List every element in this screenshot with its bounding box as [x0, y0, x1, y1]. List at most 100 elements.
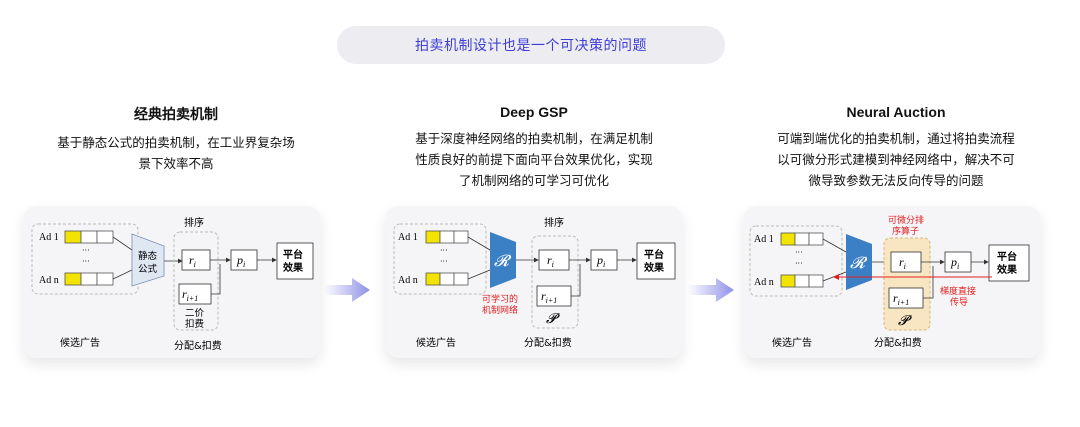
panel-classic: Ad 1 ··· ··· Ad n 静态 公式 排序 ri ri+1 二价 扣费… [24, 206, 320, 358]
ad-n-label: Ad n [398, 275, 418, 286]
ad-1-cell [96, 230, 114, 244]
gradient-label: 梯度直接 [940, 285, 976, 297]
sort-group [173, 231, 219, 331]
ad-1-bid-cell [780, 232, 796, 246]
ad-n-cell [453, 272, 469, 286]
column-title: Neural Auction [846, 104, 946, 120]
desc-line: 可端到端优化的拍卖机制，通过将拍卖流程 [777, 131, 1015, 146]
connector [571, 264, 581, 297]
r-i-box [538, 249, 570, 271]
ad-n-cell [96, 272, 114, 286]
candidates-label: 候选广告 [60, 336, 100, 349]
ad-1-cell [80, 230, 98, 244]
connector [112, 236, 133, 251]
ad-1-label: Ad 1 [754, 234, 774, 245]
candidates-label: 候选广告 [416, 336, 456, 349]
platform-label: 平台 [644, 248, 664, 261]
ad-1-cell [808, 232, 824, 246]
diagram-classic: Ad 1 ··· ··· Ad n 静态 公式 排序 ri ri+1 二价 扣费… [31, 216, 314, 352]
ad-n-bid-cell [425, 272, 441, 286]
sort-label: 排序 [184, 216, 204, 229]
connector [211, 264, 221, 295]
second-price-label: 扣费 [185, 318, 204, 330]
column-classic: 经典拍卖机制 基于静态公式的拍卖机制，在工业界复杂场 景下效率不高 [30, 104, 322, 174]
platform-box [988, 244, 1030, 282]
static-formula-label: 静态 [138, 250, 158, 262]
R-symbol: 𝓡 [850, 253, 868, 272]
R-symbol: 𝓡 [494, 251, 512, 270]
connector [467, 236, 491, 251]
column-desc: 基于静态公式的拍卖机制，在工业界复杂场 景下效率不高 [30, 132, 322, 174]
ad-1-bid-cell [425, 230, 441, 244]
ad-1-bid-cell [64, 230, 82, 244]
mechanism-network-R [846, 234, 872, 290]
platform-label: 效果 [644, 261, 665, 274]
alloc-label: 分配&扣费 [874, 336, 922, 349]
r-i-label: ri+1i [899, 255, 906, 271]
desc-line: 微导致参数无法反向传导的问题 [808, 173, 984, 188]
column-deep-gsp: Deep GSP 基于深度神经网络的拍卖机制，在满足机制 性质良好的前提下面向平… [382, 104, 686, 191]
candidate-group [749, 225, 843, 297]
banner: 拍卖机制设计也是一个可决策的问题 [337, 26, 725, 64]
connector [822, 238, 847, 253]
transition-arrow-2 [688, 278, 734, 302]
platform-box [636, 242, 676, 280]
column-desc: 可端到端优化的拍卖机制，通过将拍卖流程 以可微分形式建模到神经网络中，解决不可 … [744, 128, 1048, 191]
panel-deep-gsp: Ad 1 ··· ··· Ad n 𝓡 可学习的 机制网络 排序 ri ri+1… [386, 206, 682, 358]
desc-line: 基于深度神经网络的拍卖机制，在满足机制 [415, 131, 653, 146]
ellipsis: ··· [795, 259, 803, 268]
column-title: Deep GSP [500, 104, 568, 120]
alloc-label: 分配&扣费 [174, 339, 222, 352]
ellipsis: ··· [82, 246, 90, 255]
static-formula-block [131, 233, 165, 287]
panel-neural-auction: Ad 1 ··· ··· Ad n 𝓡 可微分排 序算子 ri+1i ri+1 … [744, 206, 1040, 358]
ad-1-cell [794, 232, 810, 246]
ad-n-bid-cell [780, 274, 796, 288]
ellipsis: ··· [82, 257, 90, 266]
ad-1-cell [453, 230, 469, 244]
r-i1-label: ri+1 [541, 289, 557, 305]
ad-n-cell [808, 274, 824, 288]
ad-n-cell [439, 272, 455, 286]
r-i1-label: ri+1 [893, 291, 909, 307]
ellipsis: ··· [440, 257, 448, 266]
r-i-label: ri [189, 253, 196, 269]
P-symbol: 𝓟 [546, 311, 560, 327]
r-i-box [890, 251, 922, 273]
gradient-label: 传导 [950, 296, 968, 308]
column-desc: 基于深度神经网络的拍卖机制，在满足机制 性质良好的前提下面向平台效果优化，实现 … [382, 128, 686, 191]
desc-line: 以可微分形式建模到神经网络中，解决不可 [777, 152, 1015, 167]
learnable-label: 机制网络 [482, 304, 518, 316]
ad-1-label: Ad 1 [398, 232, 418, 243]
r-i1-label: ri+1 [182, 287, 198, 303]
platform-label: 平台 [283, 248, 303, 261]
sort-group [531, 235, 579, 329]
diagram-deep-gsp: Ad 1 ··· ··· Ad n 𝓡 可学习的 机制网络 排序 ri ri+1… [393, 216, 676, 349]
connector [467, 269, 491, 280]
desc-line: 基于静态公式的拍卖机制，在工业界复杂场 [57, 135, 295, 150]
diagram-neural-auction: Ad 1 ··· ··· Ad n 𝓡 可微分排 序算子 ri+1i ri+1 … [749, 214, 1030, 349]
p-i-label: pi [236, 253, 245, 269]
platform-box [276, 242, 314, 280]
learnable-label: 可学习的 [482, 293, 518, 305]
second-price-label: 二价 [185, 308, 205, 319]
column-title: 经典拍卖机制 [134, 106, 218, 122]
static-formula-label: 公式 [138, 263, 158, 275]
ad-n-bid-cell [64, 272, 82, 286]
candidates-label: 候选广告 [772, 336, 812, 349]
diff-sort-label: 序算子 [892, 225, 919, 237]
ad-n-cell [794, 274, 810, 288]
candidate-group [393, 223, 487, 295]
ellipsis: ··· [795, 248, 803, 257]
desc-line: 性质良好的前提下面向平台效果优化，实现 [415, 152, 653, 167]
column-neural-auction: Neural Auction 可端到端优化的拍卖机制，通过将拍卖流程 以可微分形… [744, 104, 1048, 191]
ad-n-label: Ad n [754, 277, 774, 288]
p-i-label: pi [596, 253, 605, 269]
platform-label: 平台 [997, 250, 1017, 263]
platform-label: 效果 [997, 263, 1018, 276]
transition-arrow-1 [324, 278, 370, 302]
p-i-label: pi [950, 255, 959, 271]
r-i-label: ri [547, 253, 554, 269]
desc-line: 了机制网络的可学习可优化 [458, 173, 609, 188]
ad-n-label: Ad n [39, 275, 59, 286]
